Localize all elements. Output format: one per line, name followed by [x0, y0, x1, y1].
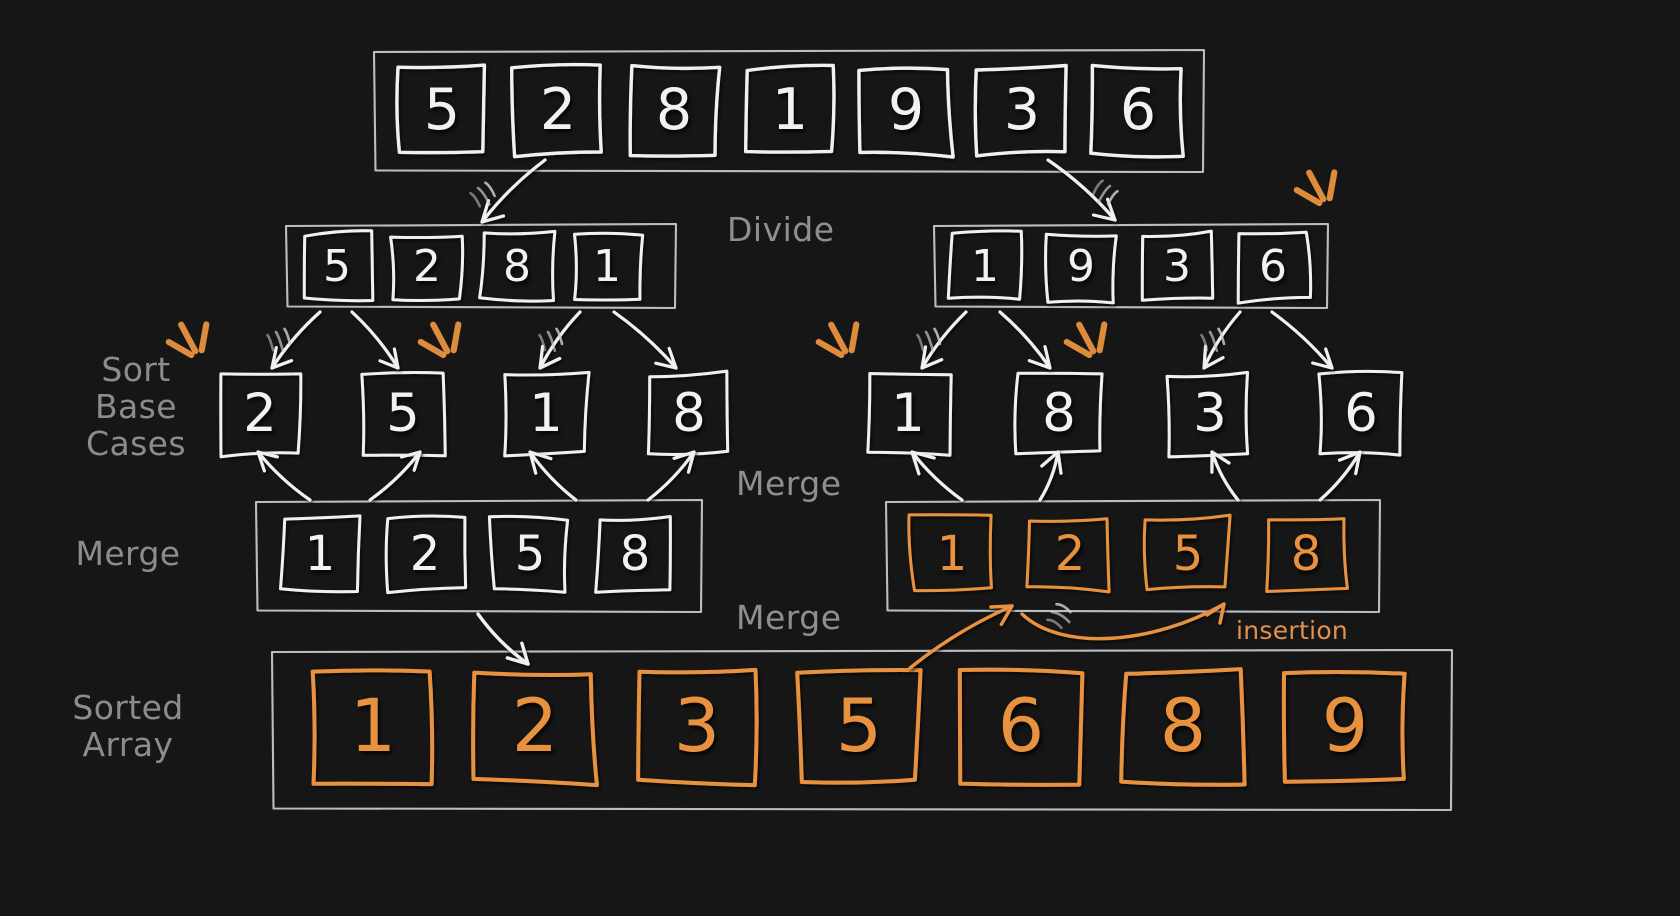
group-original-cell-6 — [1089, 63, 1185, 159]
group-original-cell-4 — [857, 66, 955, 159]
group-merge-right-cell-3 — [1265, 517, 1349, 593]
group-right-half-cell-0 — [946, 229, 1024, 301]
group-merge-left-cell-1 — [384, 514, 468, 595]
group-right-half-frame — [932, 222, 1330, 310]
group-base-right-cell-0 — [866, 372, 953, 457]
group-original-cell-5 — [973, 63, 1068, 158]
arrow-merge-l4 — [646, 450, 696, 502]
group-sorted-cell-6 — [1281, 670, 1407, 784]
group-original-cell-3 — [744, 63, 836, 154]
arrow-final-left — [476, 612, 530, 666]
group-right-half-cell-1 — [1044, 232, 1118, 305]
swish-split-1 — [538, 327, 564, 353]
arrow-split-r3 — [1202, 310, 1242, 370]
group-original-cell-0 — [395, 63, 487, 155]
group-cells — [219, 62, 1407, 788]
group-left-half-frame — [284, 222, 678, 310]
group-left-half-cell-0 — [302, 229, 375, 303]
group-containers — [254, 48, 1454, 812]
swish-divide-right — [1092, 179, 1119, 206]
group-base-left-cell-1 — [360, 371, 447, 458]
arrow-split-l4 — [612, 310, 678, 370]
arrow-split-l3 — [538, 310, 582, 370]
group-base-left-cell-3 — [646, 369, 730, 457]
group-original-cell-2 — [628, 63, 722, 158]
arrow-merge-l1 — [256, 450, 312, 502]
arrow-merge-r2 — [1038, 450, 1063, 502]
arrow-divide-left — [480, 158, 547, 224]
group-sorted-cell-1 — [471, 670, 599, 788]
group-sorted-cell-0 — [310, 668, 435, 787]
group-sorted-cell-2 — [636, 667, 759, 788]
group-base-left-cell-0 — [219, 372, 303, 459]
group-merge-left-cell-2 — [487, 514, 570, 594]
group-right-half-cell-2 — [1140, 229, 1215, 302]
arrow-merge-r3 — [1210, 450, 1240, 502]
arrow-split-r1 — [920, 310, 968, 370]
group-sorted-cell-5 — [1119, 667, 1247, 787]
sparkle-divide-right — [1293, 169, 1338, 207]
swish-split-2 — [916, 327, 942, 353]
group-merge-left-cell-3 — [594, 515, 672, 594]
swish-divide-left — [469, 181, 496, 208]
swish-insertion — [1046, 602, 1072, 630]
group-original-cell-1 — [510, 62, 603, 159]
swish-split-0 — [266, 327, 292, 353]
group-base-right-cell-2 — [1165, 370, 1250, 459]
group-merge-right-cell-2 — [1142, 513, 1232, 592]
group-sorted-cell-4 — [957, 667, 1085, 787]
arrow-merge-l2 — [368, 450, 422, 502]
swish-split-3 — [1200, 327, 1226, 353]
group-merge-right-cell-1 — [1025, 517, 1111, 594]
group-merge-right-cell-0 — [907, 513, 993, 593]
arrow-merge-r4 — [1318, 450, 1362, 502]
group-right-half-cell-3 — [1236, 230, 1313, 305]
arrow-merge-r1 — [910, 450, 964, 502]
arrow-split-l1 — [270, 310, 322, 370]
group-base-right-cell-1 — [1013, 371, 1104, 456]
sparkle-base-right-1 — [815, 321, 860, 359]
group-left-half-cell-3 — [573, 231, 645, 302]
group-left-half-cell-1 — [389, 234, 465, 303]
arrow-final-right-orange — [908, 604, 1014, 670]
arrow-split-r4 — [1270, 310, 1334, 370]
group-original-frame — [372, 48, 1206, 174]
group-sparkles — [165, 169, 1338, 359]
arrow-split-l2 — [350, 310, 400, 370]
group-sorted-cell-3 — [795, 667, 923, 785]
sparkle-base-left-2 — [417, 321, 462, 359]
arrow-merge-l3 — [528, 450, 578, 502]
sparkle-base-left-1 — [165, 321, 210, 359]
group-base-right-cell-3 — [1317, 369, 1404, 457]
group-merge-right-frame — [884, 498, 1382, 614]
group-base-left-cell-2 — [503, 370, 591, 458]
group-sorted-frame — [270, 648, 1454, 812]
sparkle-base-right-2 — [1063, 321, 1108, 359]
group-merge-left-cell-0 — [279, 514, 362, 594]
arrow-split-r2 — [998, 310, 1052, 370]
group-merge-left-frame — [254, 498, 704, 614]
group-left-half-cell-2 — [478, 229, 557, 303]
arrow-insertion-curve — [1020, 602, 1226, 641]
group-arrows — [256, 158, 1362, 670]
arrow-divide-right — [1046, 158, 1117, 222]
